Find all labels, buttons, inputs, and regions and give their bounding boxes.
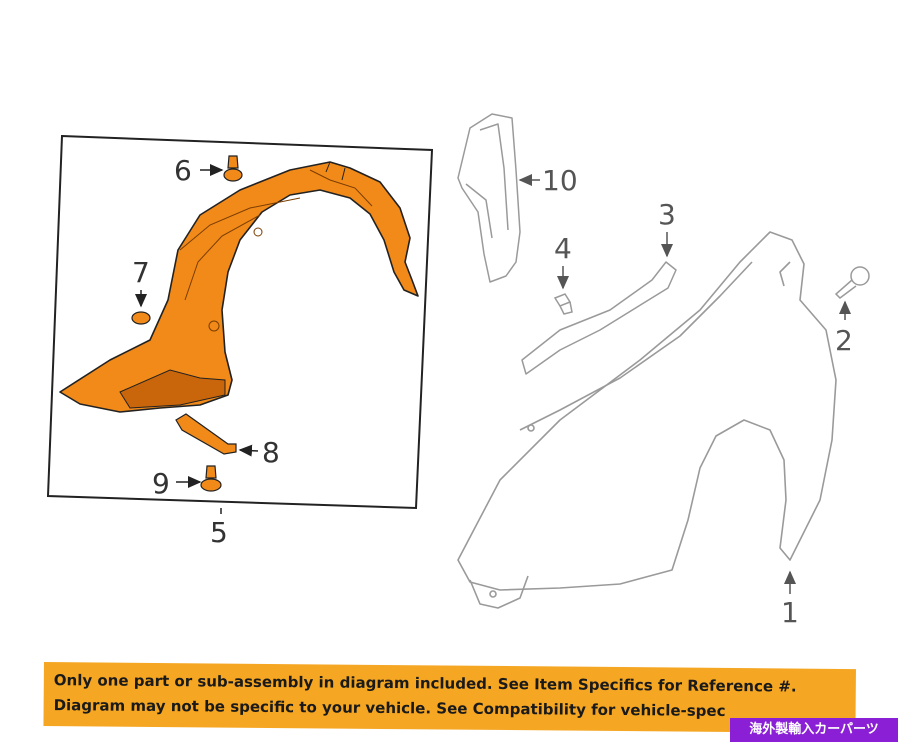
callout-5: 5 (210, 516, 228, 549)
clip-icon (553, 293, 573, 315)
bracket-icon (175, 413, 237, 455)
seal-strip-icon (521, 261, 677, 375)
shop-badge: 海外製輸入カーパーツ (730, 718, 898, 742)
callout-10: 10 (542, 164, 578, 197)
fender-liner-icon (59, 161, 419, 413)
callout-6: 6 (174, 154, 192, 187)
callout-1: 1 (781, 596, 799, 629)
bolt-icon (834, 266, 870, 299)
callout-8: 8 (262, 436, 280, 469)
assembly-box (46, 134, 434, 510)
callout-3: 3 (658, 198, 676, 231)
bolt-icon (223, 155, 243, 182)
callout-4: 4 (554, 232, 572, 265)
callout-9: 9 (152, 467, 170, 500)
callout-2: 2 (835, 324, 853, 357)
callout-7: 7 (132, 256, 150, 289)
fender-panel-icon (457, 231, 837, 609)
pillar-bracket-icon (457, 113, 521, 283)
bolt-icon (200, 465, 222, 492)
clip-icon (131, 311, 151, 325)
